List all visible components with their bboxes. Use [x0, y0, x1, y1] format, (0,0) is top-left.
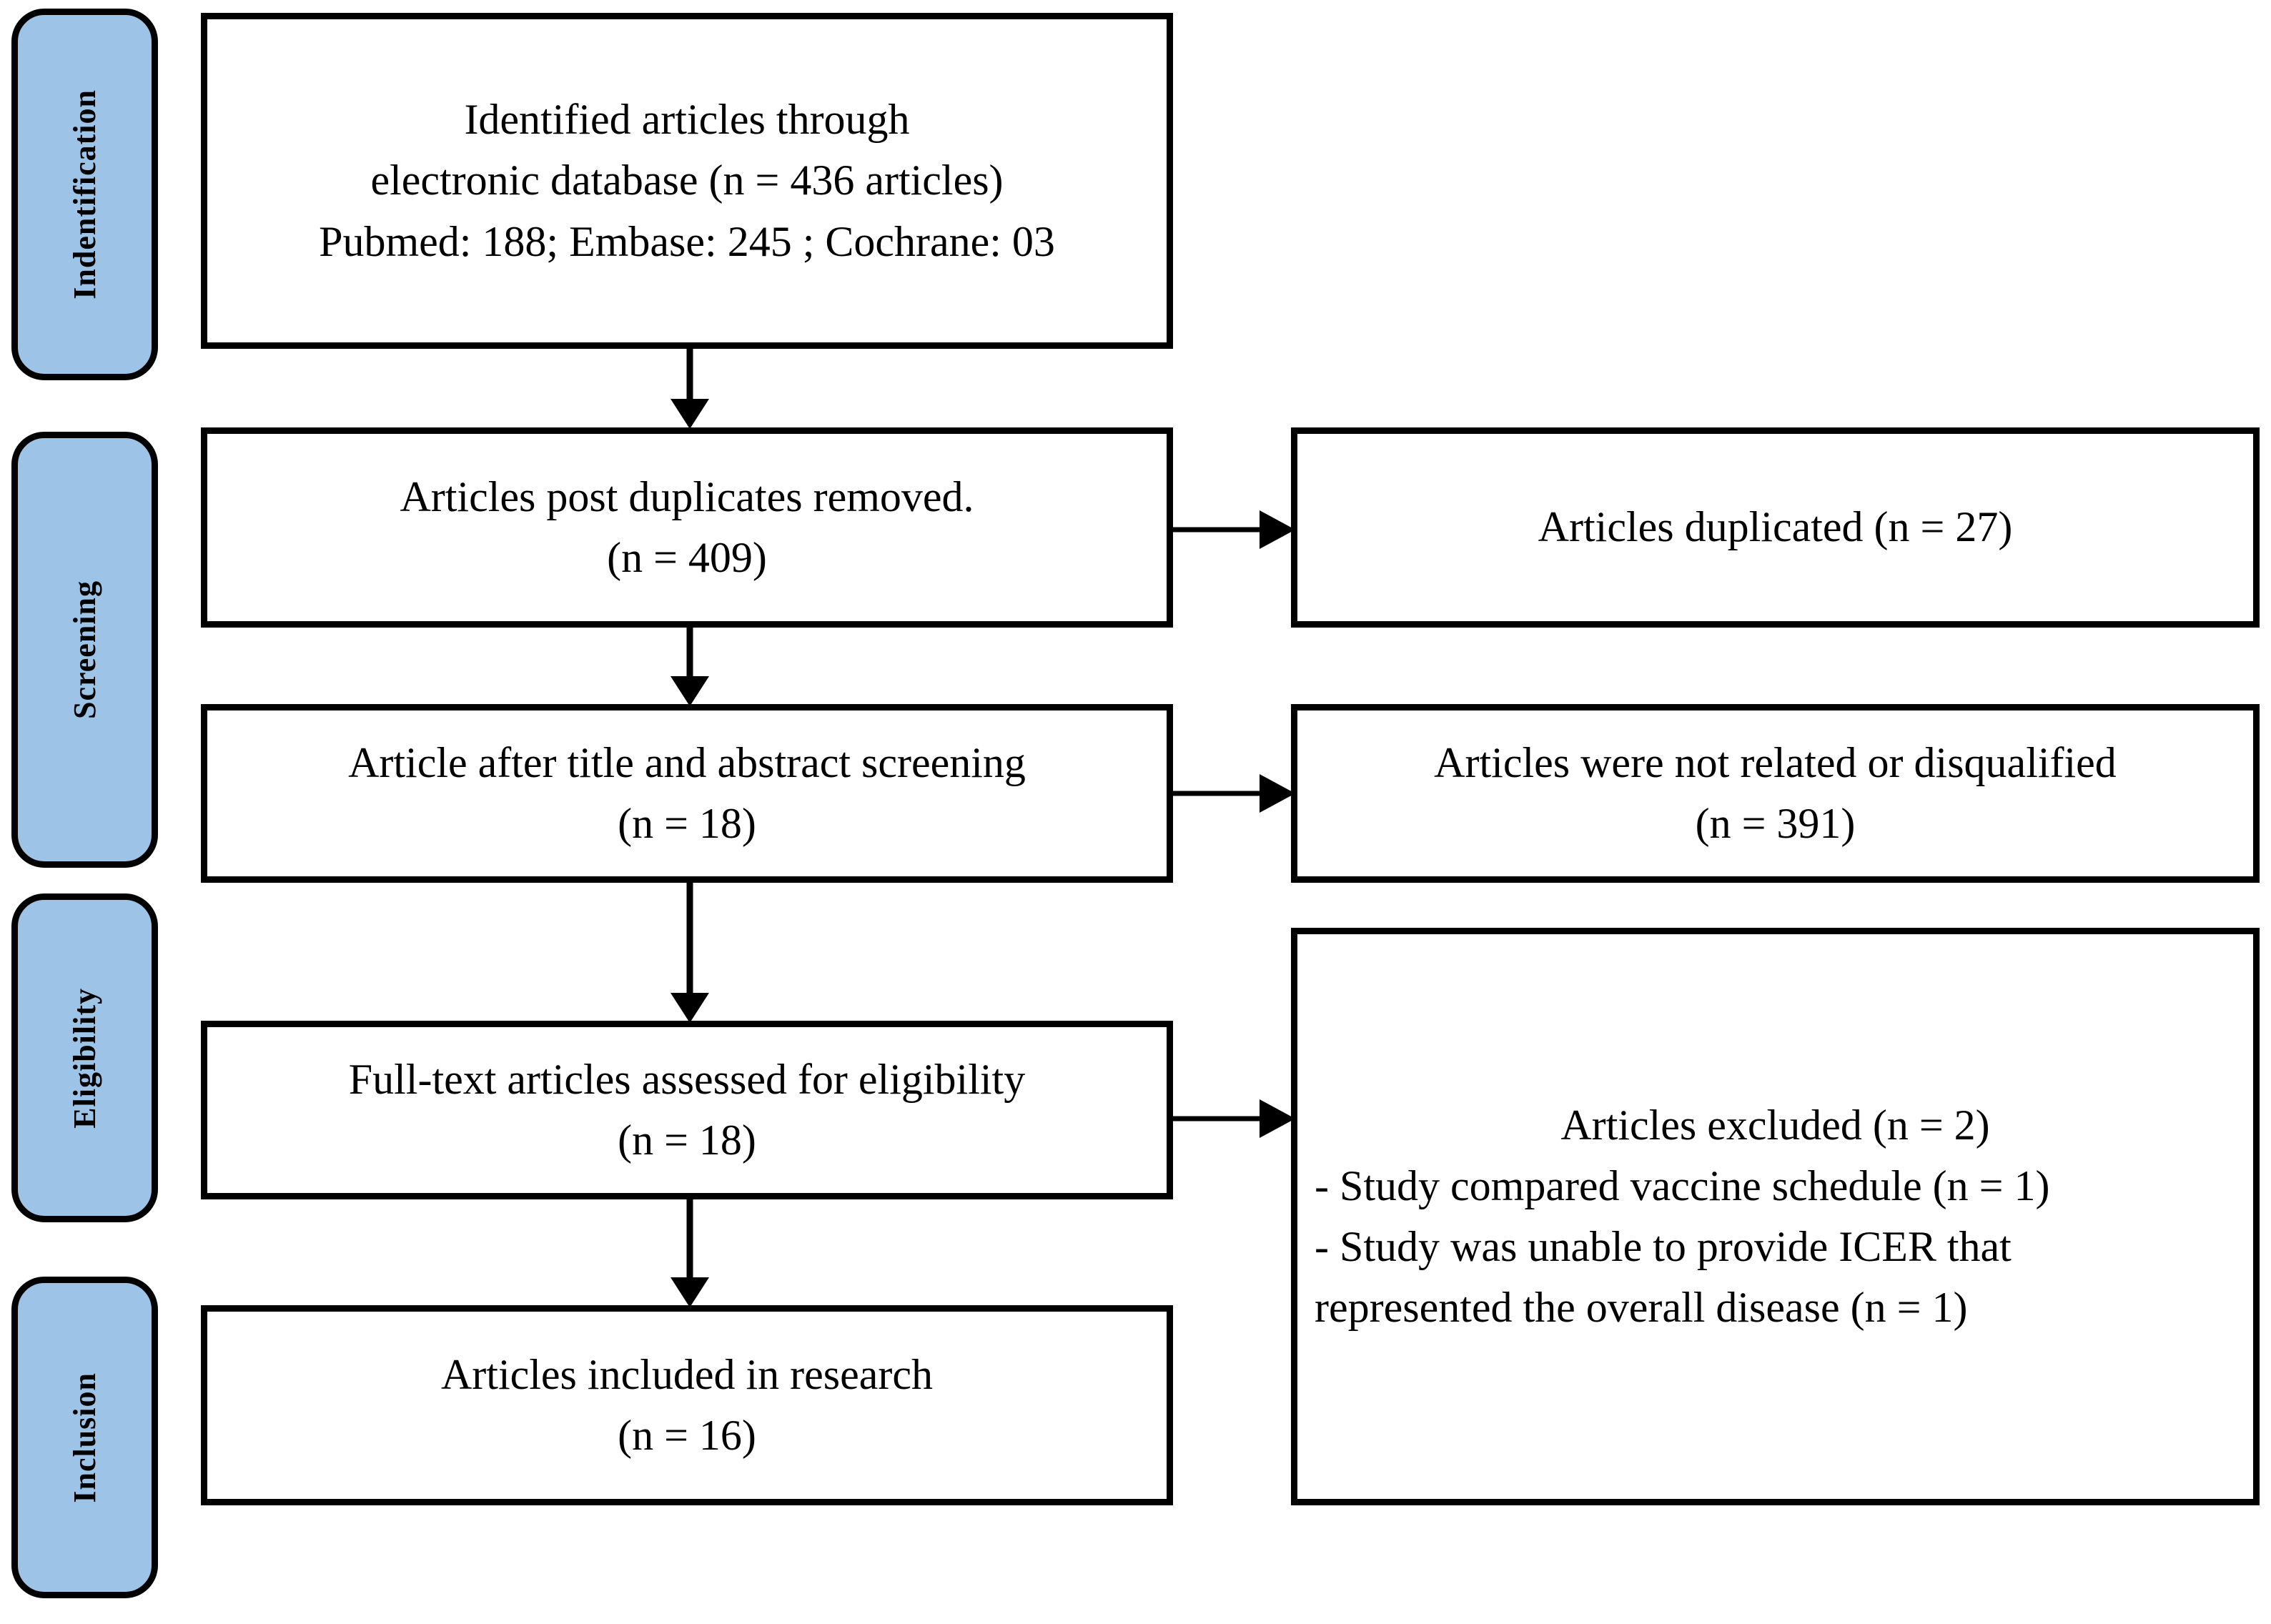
- box-identified-articles-line-2: electronic database (n = 436 articles): [370, 157, 1004, 204]
- box-articles-included: Articles included in research (n = 16): [201, 1305, 1173, 1505]
- connector-post-duplicates-to-after-screening: [665, 625, 715, 708]
- stage-tab-eligibility: Eligibility: [11, 893, 158, 1222]
- stage-tab-inclusion: Inclusion: [11, 1277, 158, 1598]
- box-not-related-disqualified: Articles were not related or disqualifie…: [1291, 704, 2260, 883]
- connector-full-text-to-included: [665, 1197, 715, 1309]
- box-articles-excluded-line-4: represented the overall disease (n = 1): [1315, 1284, 1968, 1332]
- box-articles-included-line-1: Articles included in research: [440, 1350, 934, 1398]
- box-not-related-disqualified-line-2: (n = 391): [1695, 800, 1856, 847]
- stage-tab-inclusion-label: Inclusion: [66, 1372, 102, 1503]
- connector-full-text-to-excluded: [1169, 1094, 1297, 1144]
- box-after-title-abstract-screening-line-2: (n = 18): [618, 800, 756, 847]
- box-after-title-abstract-screening: Article after title and abstract screeni…: [201, 704, 1173, 883]
- box-full-text-assessed-line-1: Full-text articles assessed for eligibil…: [348, 1055, 1026, 1103]
- box-articles-excluded-line-1: Articles excluded (n = 2): [1560, 1101, 1990, 1149]
- stage-tab-identification: Indentification: [11, 9, 158, 380]
- box-full-text-assessed: Full-text articles assessed for eligibil…: [201, 1021, 1173, 1199]
- box-identified-articles-line-1: Identified articles through: [464, 96, 910, 144]
- stage-tab-identification-label: Indentification: [66, 89, 102, 299]
- box-post-duplicates-removed-line-1: Articles post duplicates removed.: [400, 472, 974, 520]
- box-identified-articles: Identified articles through electronic d…: [201, 13, 1173, 349]
- box-articles-excluded-line-3: - Study was unable to provide ICER that: [1315, 1223, 2012, 1270]
- connector-post-duplicates-to-duplicated: [1169, 505, 1297, 555]
- box-post-duplicates-removed-line-2: (n = 409): [607, 534, 767, 581]
- box-articles-duplicated: Articles duplicated (n = 27): [1291, 427, 2260, 628]
- stage-tab-screening: Screening: [11, 432, 158, 868]
- box-identified-articles-line-3: Pubmed: 188; Embase: 245 ; Cochrane: 03: [319, 217, 1055, 265]
- box-articles-excluded: Articles excluded (n = 2) - Study compar…: [1291, 928, 2260, 1505]
- box-articles-included-line-2: (n = 16): [618, 1412, 756, 1459]
- box-not-related-disqualified-line-1: Articles were not related or disqualifie…: [1434, 738, 2117, 786]
- box-full-text-assessed-line-2: (n = 18): [618, 1116, 756, 1164]
- stage-tab-screening-label: Screening: [66, 580, 102, 719]
- stage-tab-eligibility-label: Eligibility: [66, 987, 102, 1129]
- connector-after-screening-to-not-related: [1169, 768, 1297, 818]
- box-after-title-abstract-screening-line-1: Article after title and abstract screeni…: [348, 738, 1026, 786]
- connector-identified-to-post-duplicates: [665, 347, 715, 430]
- connector-after-screening-to-full-text: [665, 880, 715, 1024]
- box-articles-duplicated-line-1: Articles duplicated (n = 27): [1538, 503, 2013, 551]
- box-post-duplicates-removed: Articles post duplicates removed. (n = 4…: [201, 427, 1173, 628]
- box-articles-excluded-line-2: - Study compared vaccine schedule (n = 1…: [1315, 1162, 2050, 1209]
